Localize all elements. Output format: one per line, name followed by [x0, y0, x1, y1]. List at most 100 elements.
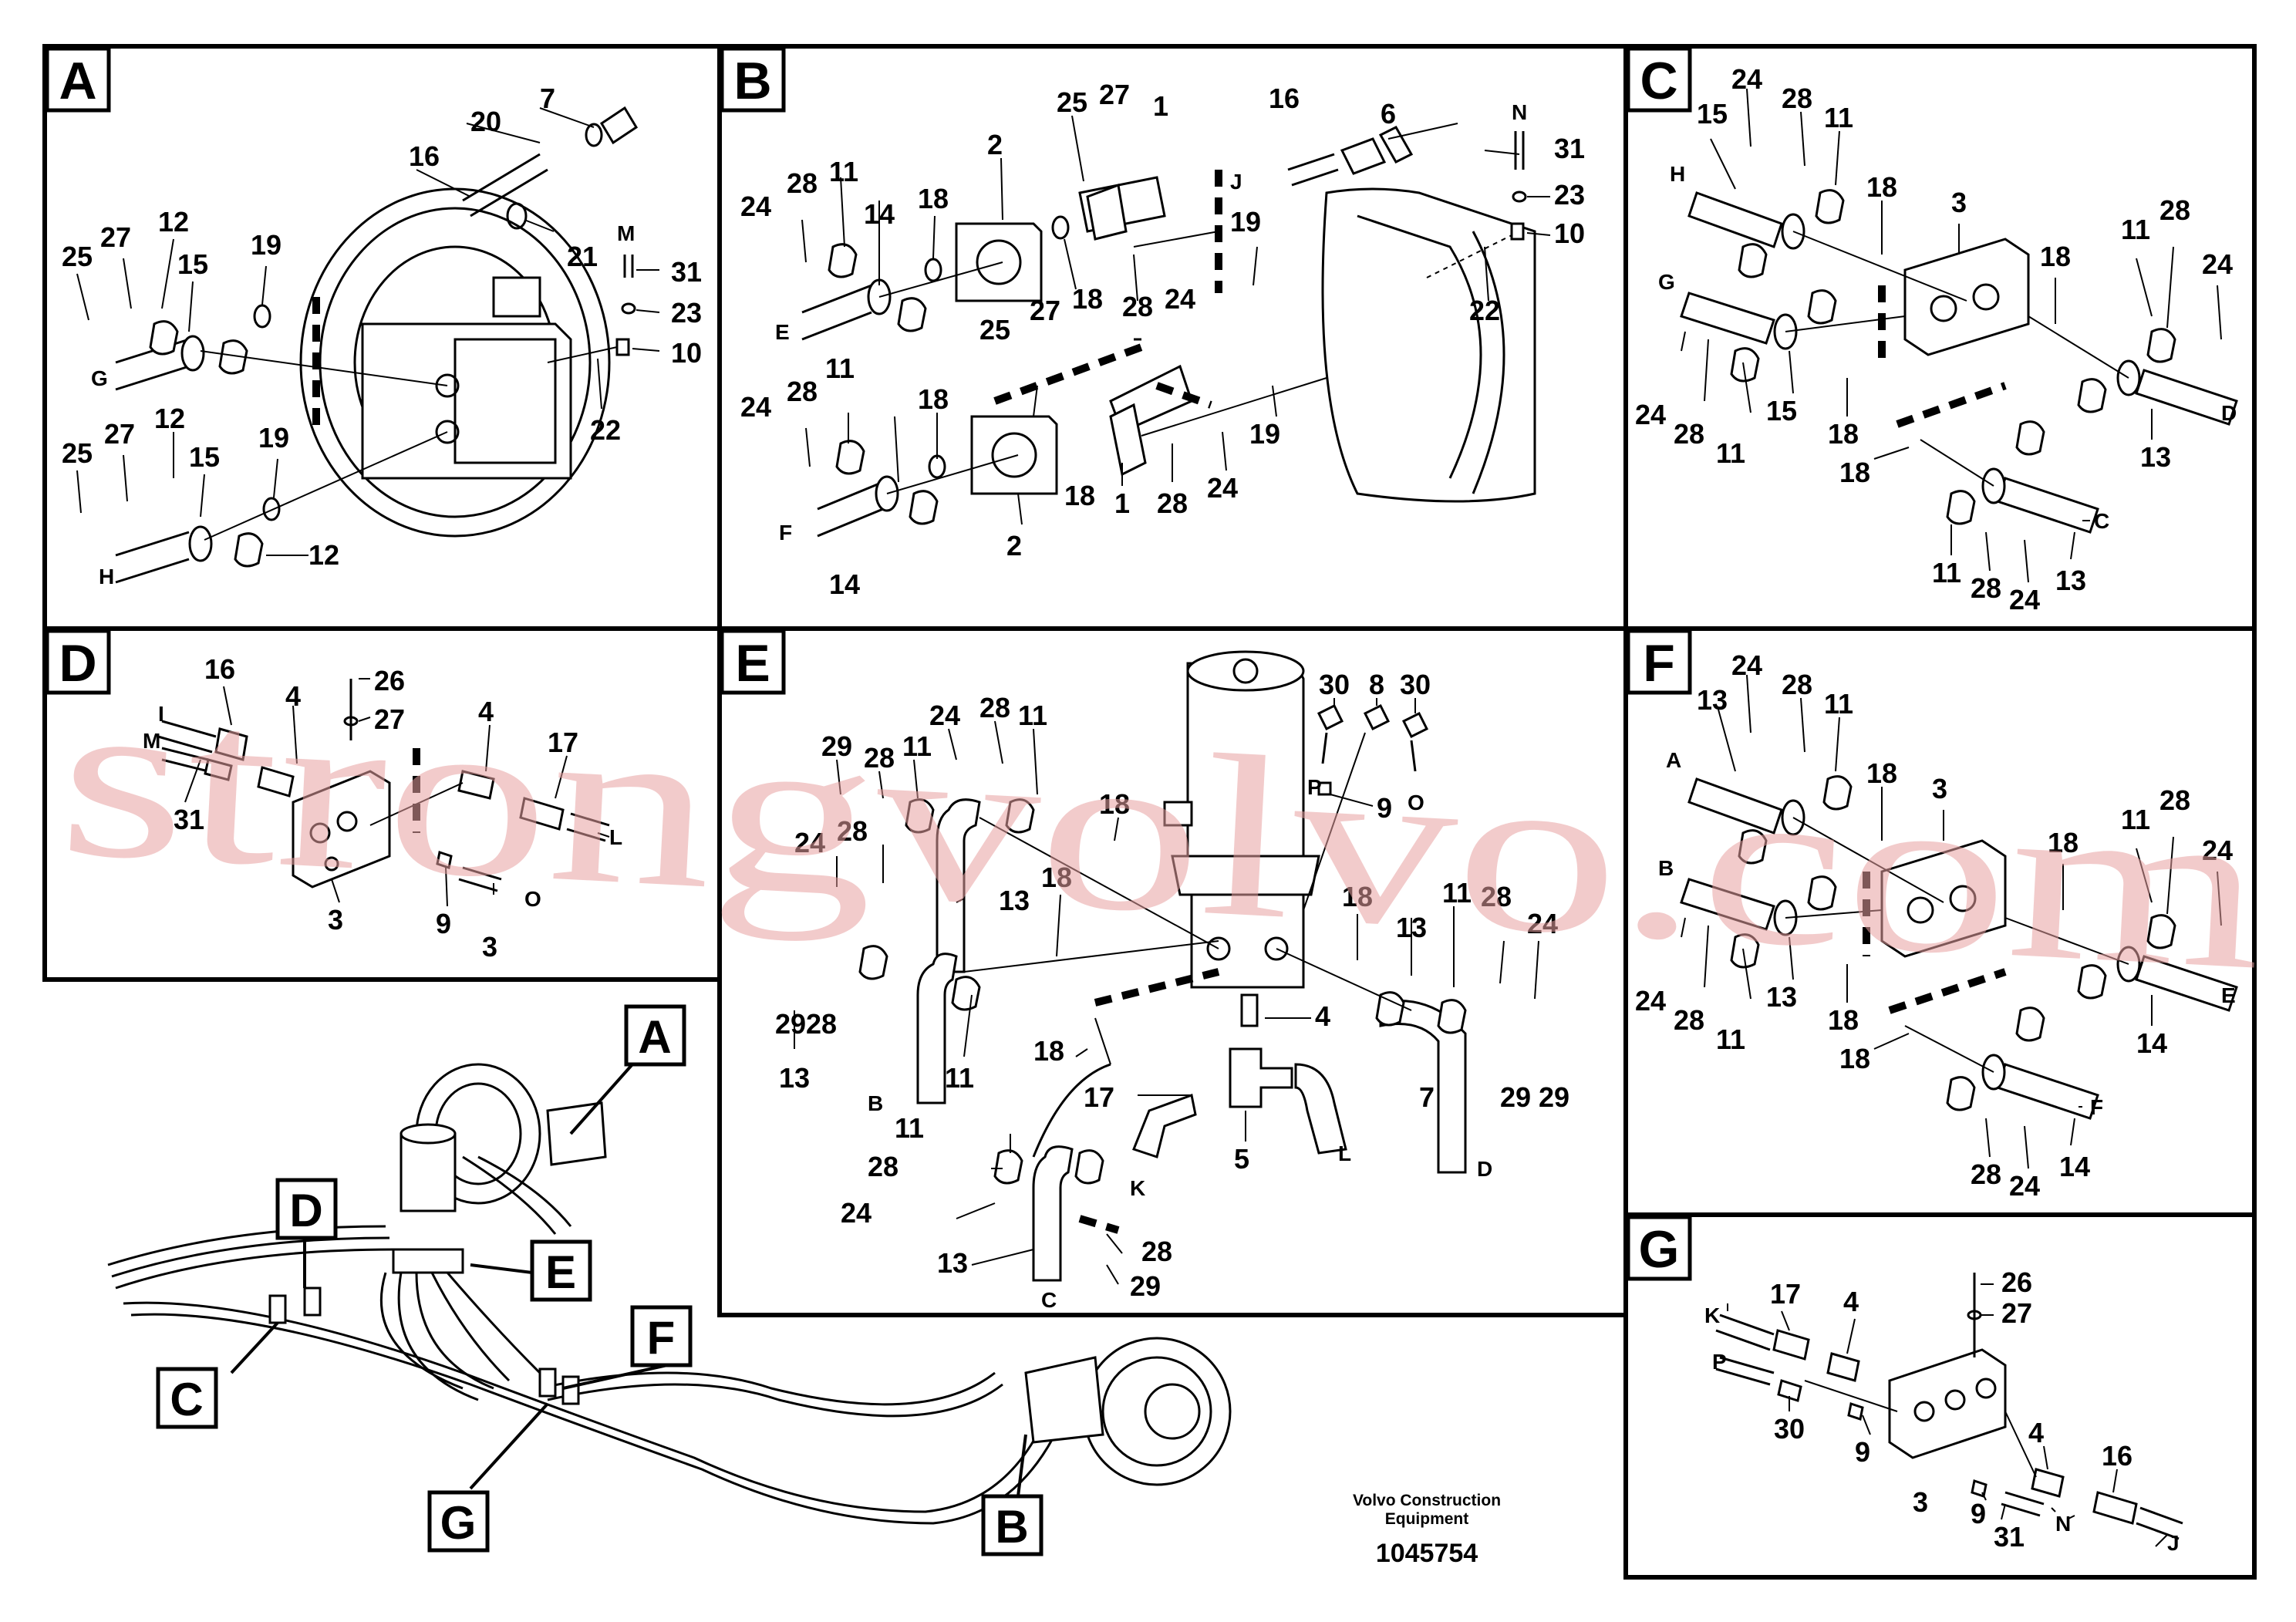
part-label: 18: [1839, 457, 1870, 488]
part-label: 24: [1635, 985, 1666, 1017]
part-label: 11: [825, 352, 855, 384]
part-label: 10: [1554, 218, 1585, 249]
part-label: 2: [1006, 530, 1022, 561]
part-label: 9: [1855, 1436, 1870, 1468]
part-label: 3: [482, 931, 497, 963]
panel-b-drawing: [801, 115, 1551, 538]
panel-c-title: C: [1640, 52, 1677, 110]
overview-drawing: [107, 1063, 1232, 1525]
callout-label: F: [647, 1312, 676, 1364]
part-label: G: [91, 366, 108, 390]
part-label: 31: [671, 256, 702, 288]
part-label: 23: [671, 297, 702, 329]
panel-c-labels: 24 28 11 15 H 18 3 28 11 18 24 G 24 28 1…: [1635, 63, 2237, 615]
part-label: 24: [929, 700, 960, 731]
part-label: 16: [409, 140, 440, 172]
part-label: P: [1712, 1350, 1727, 1374]
part-label: 15: [189, 441, 220, 473]
callout-box: [427, 1490, 490, 1553]
part-label: 28: [1481, 881, 1512, 912]
part-label: H: [1670, 162, 1685, 186]
part-label: 11: [902, 730, 932, 762]
part-label: 24: [2202, 248, 2233, 280]
part-label: 14: [829, 568, 860, 600]
part-label: 24: [841, 1197, 872, 1229]
panel-g-frame: [1623, 1212, 2257, 1580]
part-label: 15: [177, 248, 208, 280]
part-label: 28: [864, 742, 895, 774]
part-label: 18: [1033, 1035, 1064, 1067]
part-label: F: [779, 521, 792, 545]
part-label: 19: [258, 422, 289, 454]
part-label: 13: [2055, 565, 2086, 596]
callout-label: A: [638, 1011, 671, 1063]
panel-g-labels: 26 27 17 K 4 P 30 9 4 16 3 9 31 N J: [1704, 1266, 2180, 1555]
panel-c-drawing: [1680, 88, 2238, 583]
part-label: 11: [1716, 437, 1745, 469]
part-label: J: [1230, 170, 1242, 194]
part-label: A: [1666, 748, 1681, 772]
part-label: F: [2090, 1095, 2103, 1119]
part-label: 24: [1165, 283, 1195, 315]
part-label: 13: [1396, 912, 1427, 943]
part-label: 4: [2028, 1417, 2044, 1448]
part-label: K: [1130, 1176, 1145, 1200]
part-label: 13: [999, 885, 1030, 916]
part-label: 31: [1994, 1521, 2025, 1553]
callout-label: D: [289, 1185, 322, 1236]
callout-label: G: [440, 1497, 477, 1549]
part-label: 2: [987, 129, 1003, 160]
part-label: E: [2221, 983, 2236, 1007]
part-label: 27: [1030, 295, 1060, 326]
part-label: 5: [1234, 1143, 1249, 1175]
part-label: I: [158, 702, 164, 726]
part-label: 20: [470, 106, 501, 137]
part-label: 25: [62, 241, 93, 272]
part-label: 27: [100, 221, 131, 253]
part-label: 27: [1099, 79, 1130, 110]
part-label: 1: [1114, 487, 1130, 519]
part-label: K: [1704, 1303, 1720, 1327]
part-label: 29: [1539, 1081, 1569, 1113]
part-label: 14: [2136, 1027, 2167, 1059]
callout-label: B: [995, 1501, 1028, 1553]
footer: Volvo Construction Equipment 1045754: [1353, 1492, 1501, 1568]
part-label: 25: [979, 314, 1010, 346]
part-label: 28: [1971, 572, 2001, 604]
watermark: strongvolvo.com: [54, 647, 2270, 1019]
part-label: 11: [1824, 688, 1853, 720]
part-label: N: [1512, 100, 1527, 124]
part-label: M: [617, 221, 635, 245]
part-label: 28: [1674, 1004, 1704, 1036]
company-name: Volvo Construction: [1353, 1492, 1501, 1509]
part-label: 13: [1766, 981, 1797, 1013]
part-label: L: [609, 825, 622, 849]
part-label: 28: [2159, 194, 2190, 226]
part-label: 9: [1971, 1498, 1986, 1529]
part-label: 31: [1554, 133, 1585, 164]
callout-label: E: [545, 1246, 576, 1298]
part-label: 28: [1971, 1158, 2001, 1190]
panel-a-drawing: [76, 106, 660, 584]
part-label: 15: [1766, 395, 1797, 427]
part-label: 12: [308, 539, 339, 571]
part-label: 11: [2121, 804, 2150, 835]
callout-box: [981, 1494, 1043, 1556]
part-label: 13: [1697, 684, 1728, 716]
part-label: 21: [567, 241, 598, 272]
part-label: D: [1477, 1157, 1492, 1181]
panel-g-title: G: [1639, 1220, 1680, 1279]
part-label: 17: [548, 727, 578, 758]
part-label: 11: [1442, 877, 1472, 909]
part-label: 6: [1381, 98, 1396, 130]
panel-f-drawing: [1680, 674, 2238, 1169]
part-label: 24: [1527, 908, 1558, 939]
part-label: 28: [787, 376, 818, 407]
panel-d-labels: 16 I M 4 26 27 4 17 31 L 3 9 3 O: [143, 653, 622, 963]
part-label: 29: [1500, 1081, 1531, 1113]
part-label: B: [868, 1091, 883, 1115]
part-label: 29: [1130, 1270, 1161, 1302]
panel-e-title: E: [735, 634, 770, 693]
part-label: 28: [2159, 784, 2190, 816]
